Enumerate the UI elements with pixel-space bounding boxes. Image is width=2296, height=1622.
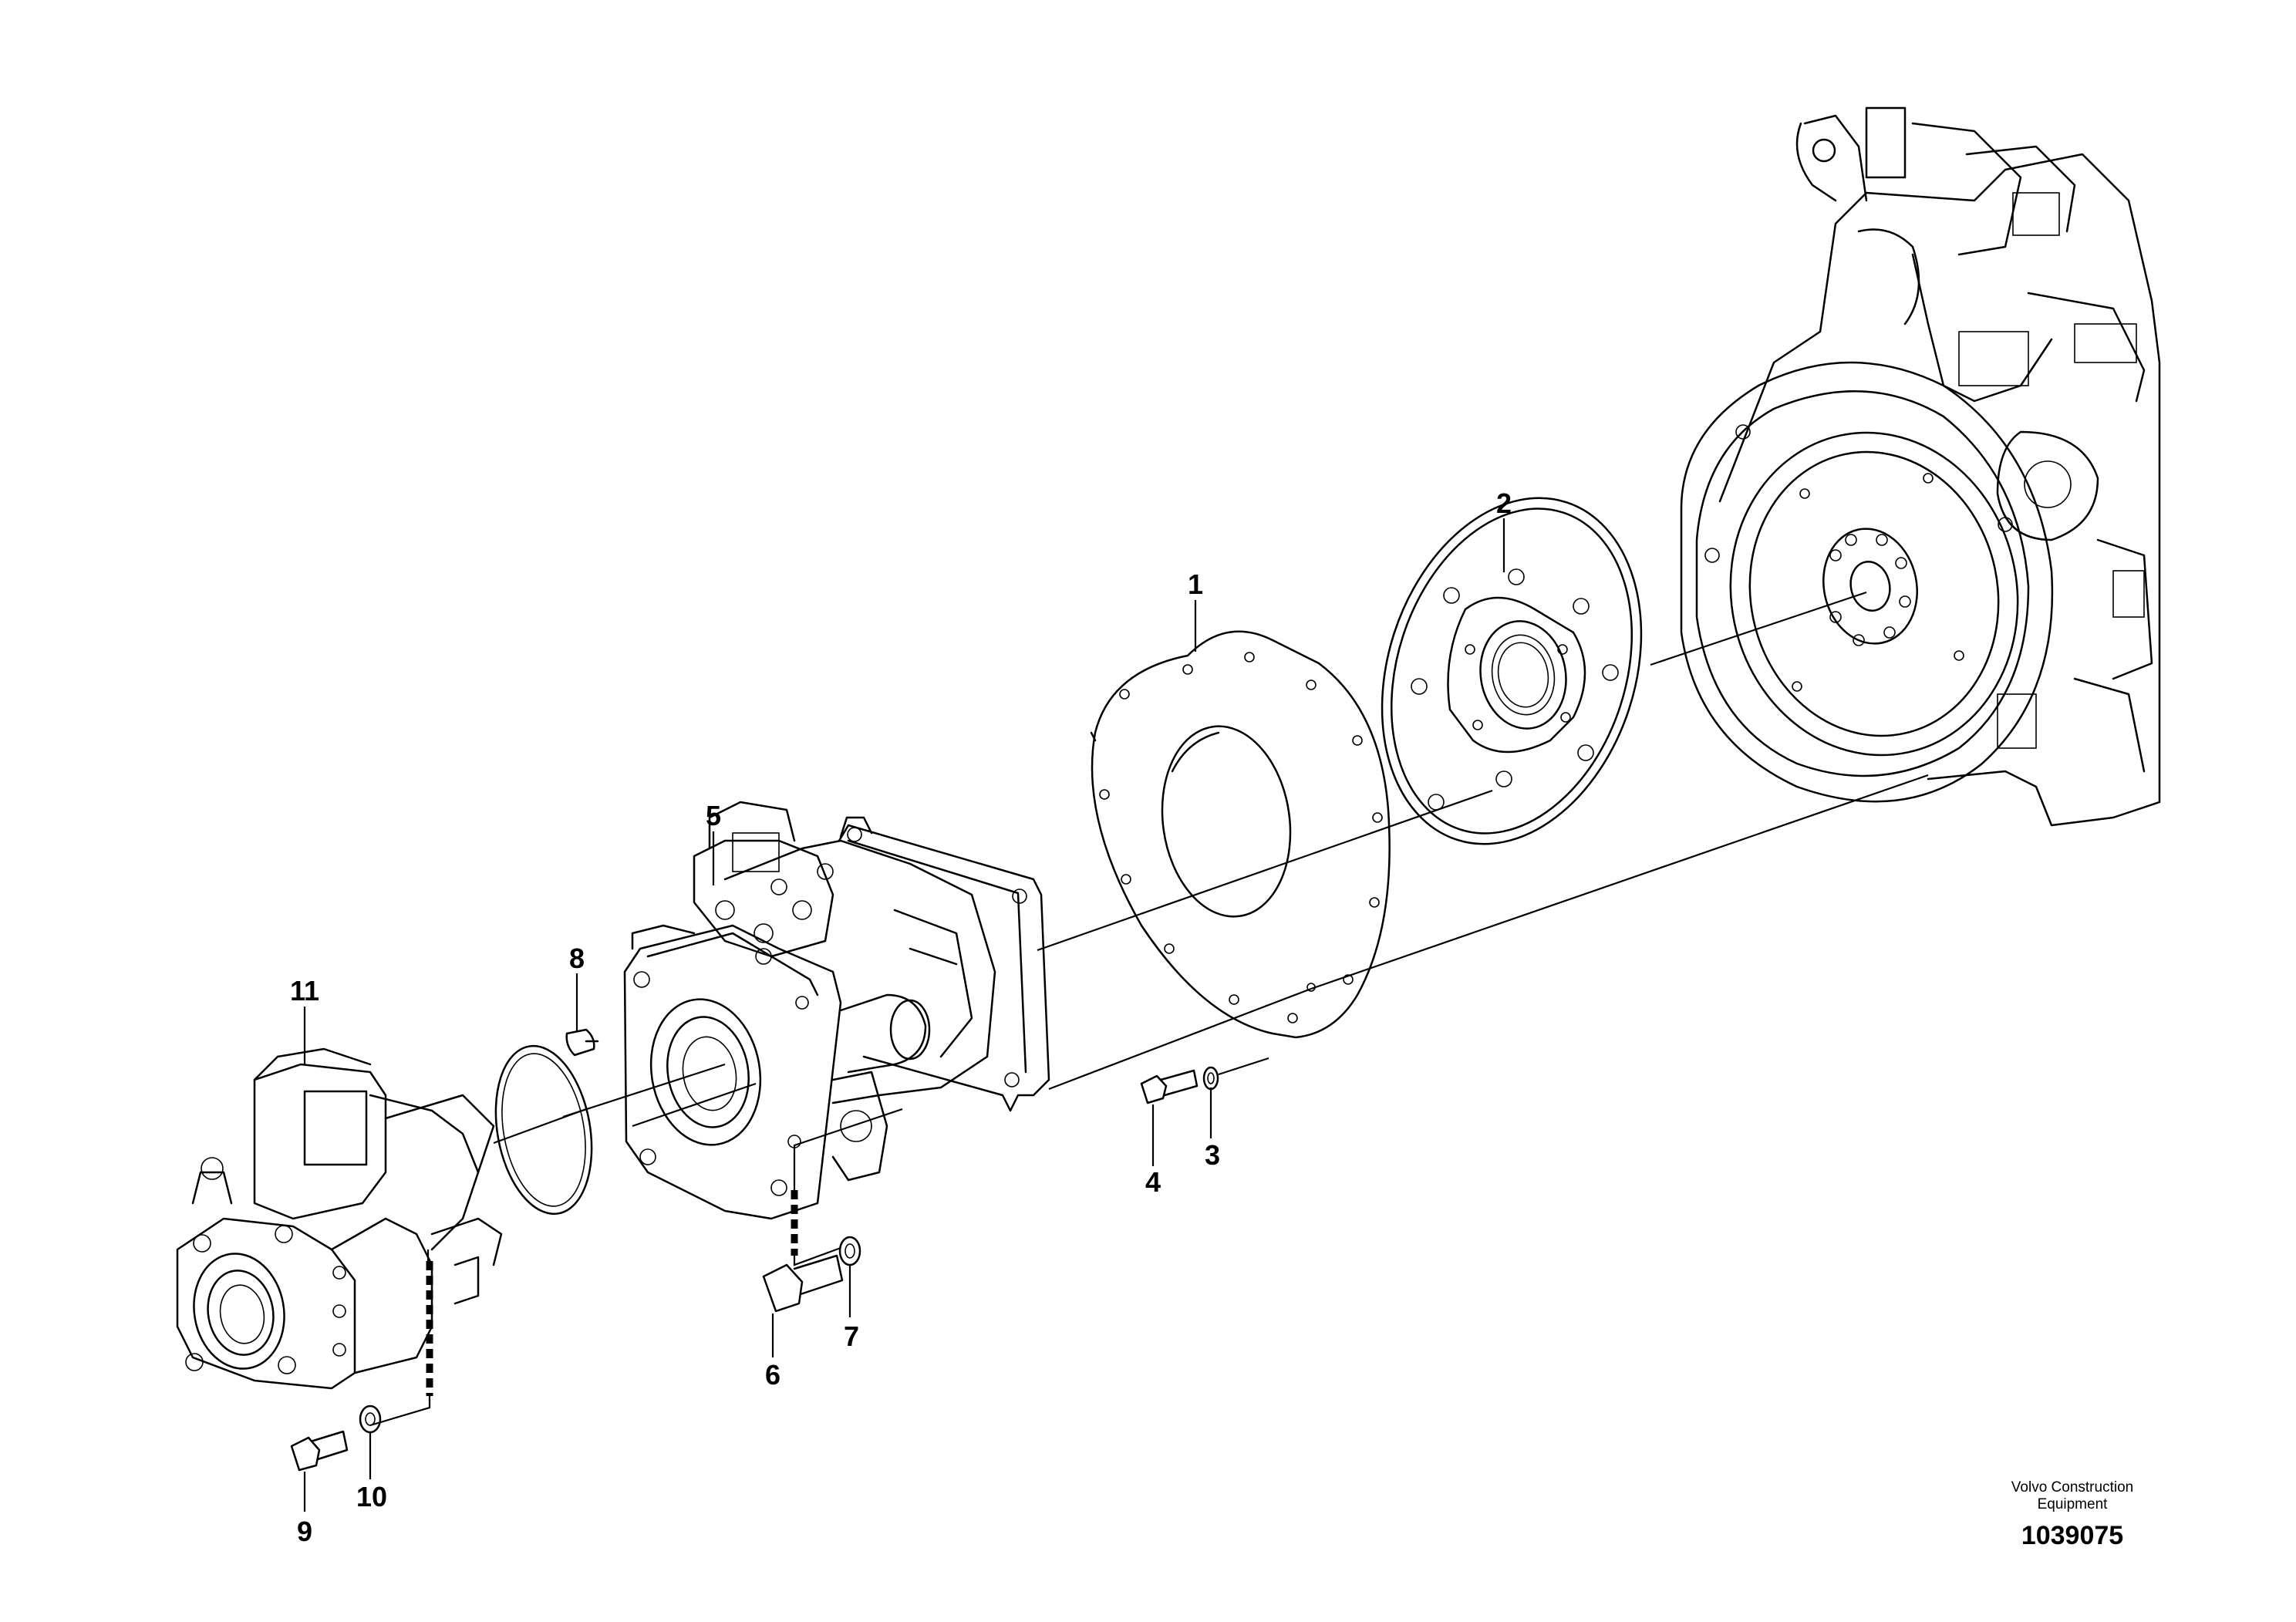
part-6-bolt: [762, 1254, 844, 1313]
part-2-coupling-plate: [1381, 497, 1643, 845]
callout-11: 11: [290, 975, 319, 1007]
o-ring: [494, 1044, 593, 1216]
part-10-washer: [359, 1404, 382, 1434]
part-8-plug: [565, 1028, 599, 1057]
engine-assembly: [1680, 106, 2161, 827]
part-9-bolt: [290, 1430, 349, 1472]
callout-2: 2: [1496, 487, 1512, 519]
part-11-aux-pump: [176, 1047, 503, 1390]
credit-line-1: Volvo Construction: [2011, 1479, 2134, 1496]
manufacturer-credit: Volvo Construction Equipment: [1980, 1479, 2165, 1513]
callout-8: 8: [569, 943, 585, 974]
callout-5: 5: [706, 800, 721, 831]
callout-6: 6: [765, 1359, 781, 1391]
drawing-number: 1039075: [2021, 1521, 2124, 1550]
callout-9: 9: [297, 1516, 312, 1547]
part-5-main-pump: [623, 801, 1050, 1220]
part-7-washer: [838, 1236, 861, 1266]
assembly-axis-lines: [493, 591, 1929, 1145]
part-3-washer: [1202, 1066, 1219, 1091]
o-ring-inner: [501, 1053, 586, 1207]
credit-line-2: Equipment: [2037, 1496, 2108, 1512]
callout-3: 3: [1205, 1139, 1220, 1171]
part-1-adapter-plate: [1090, 630, 1391, 1039]
callout-4: 4: [1145, 1166, 1161, 1198]
callout-leaders: [303, 518, 1505, 1512]
callout-10: 10: [356, 1481, 387, 1512]
part-4-bolt: [1140, 1069, 1199, 1104]
callout-7: 7: [844, 1320, 859, 1352]
callout-1: 1: [1188, 568, 1203, 600]
